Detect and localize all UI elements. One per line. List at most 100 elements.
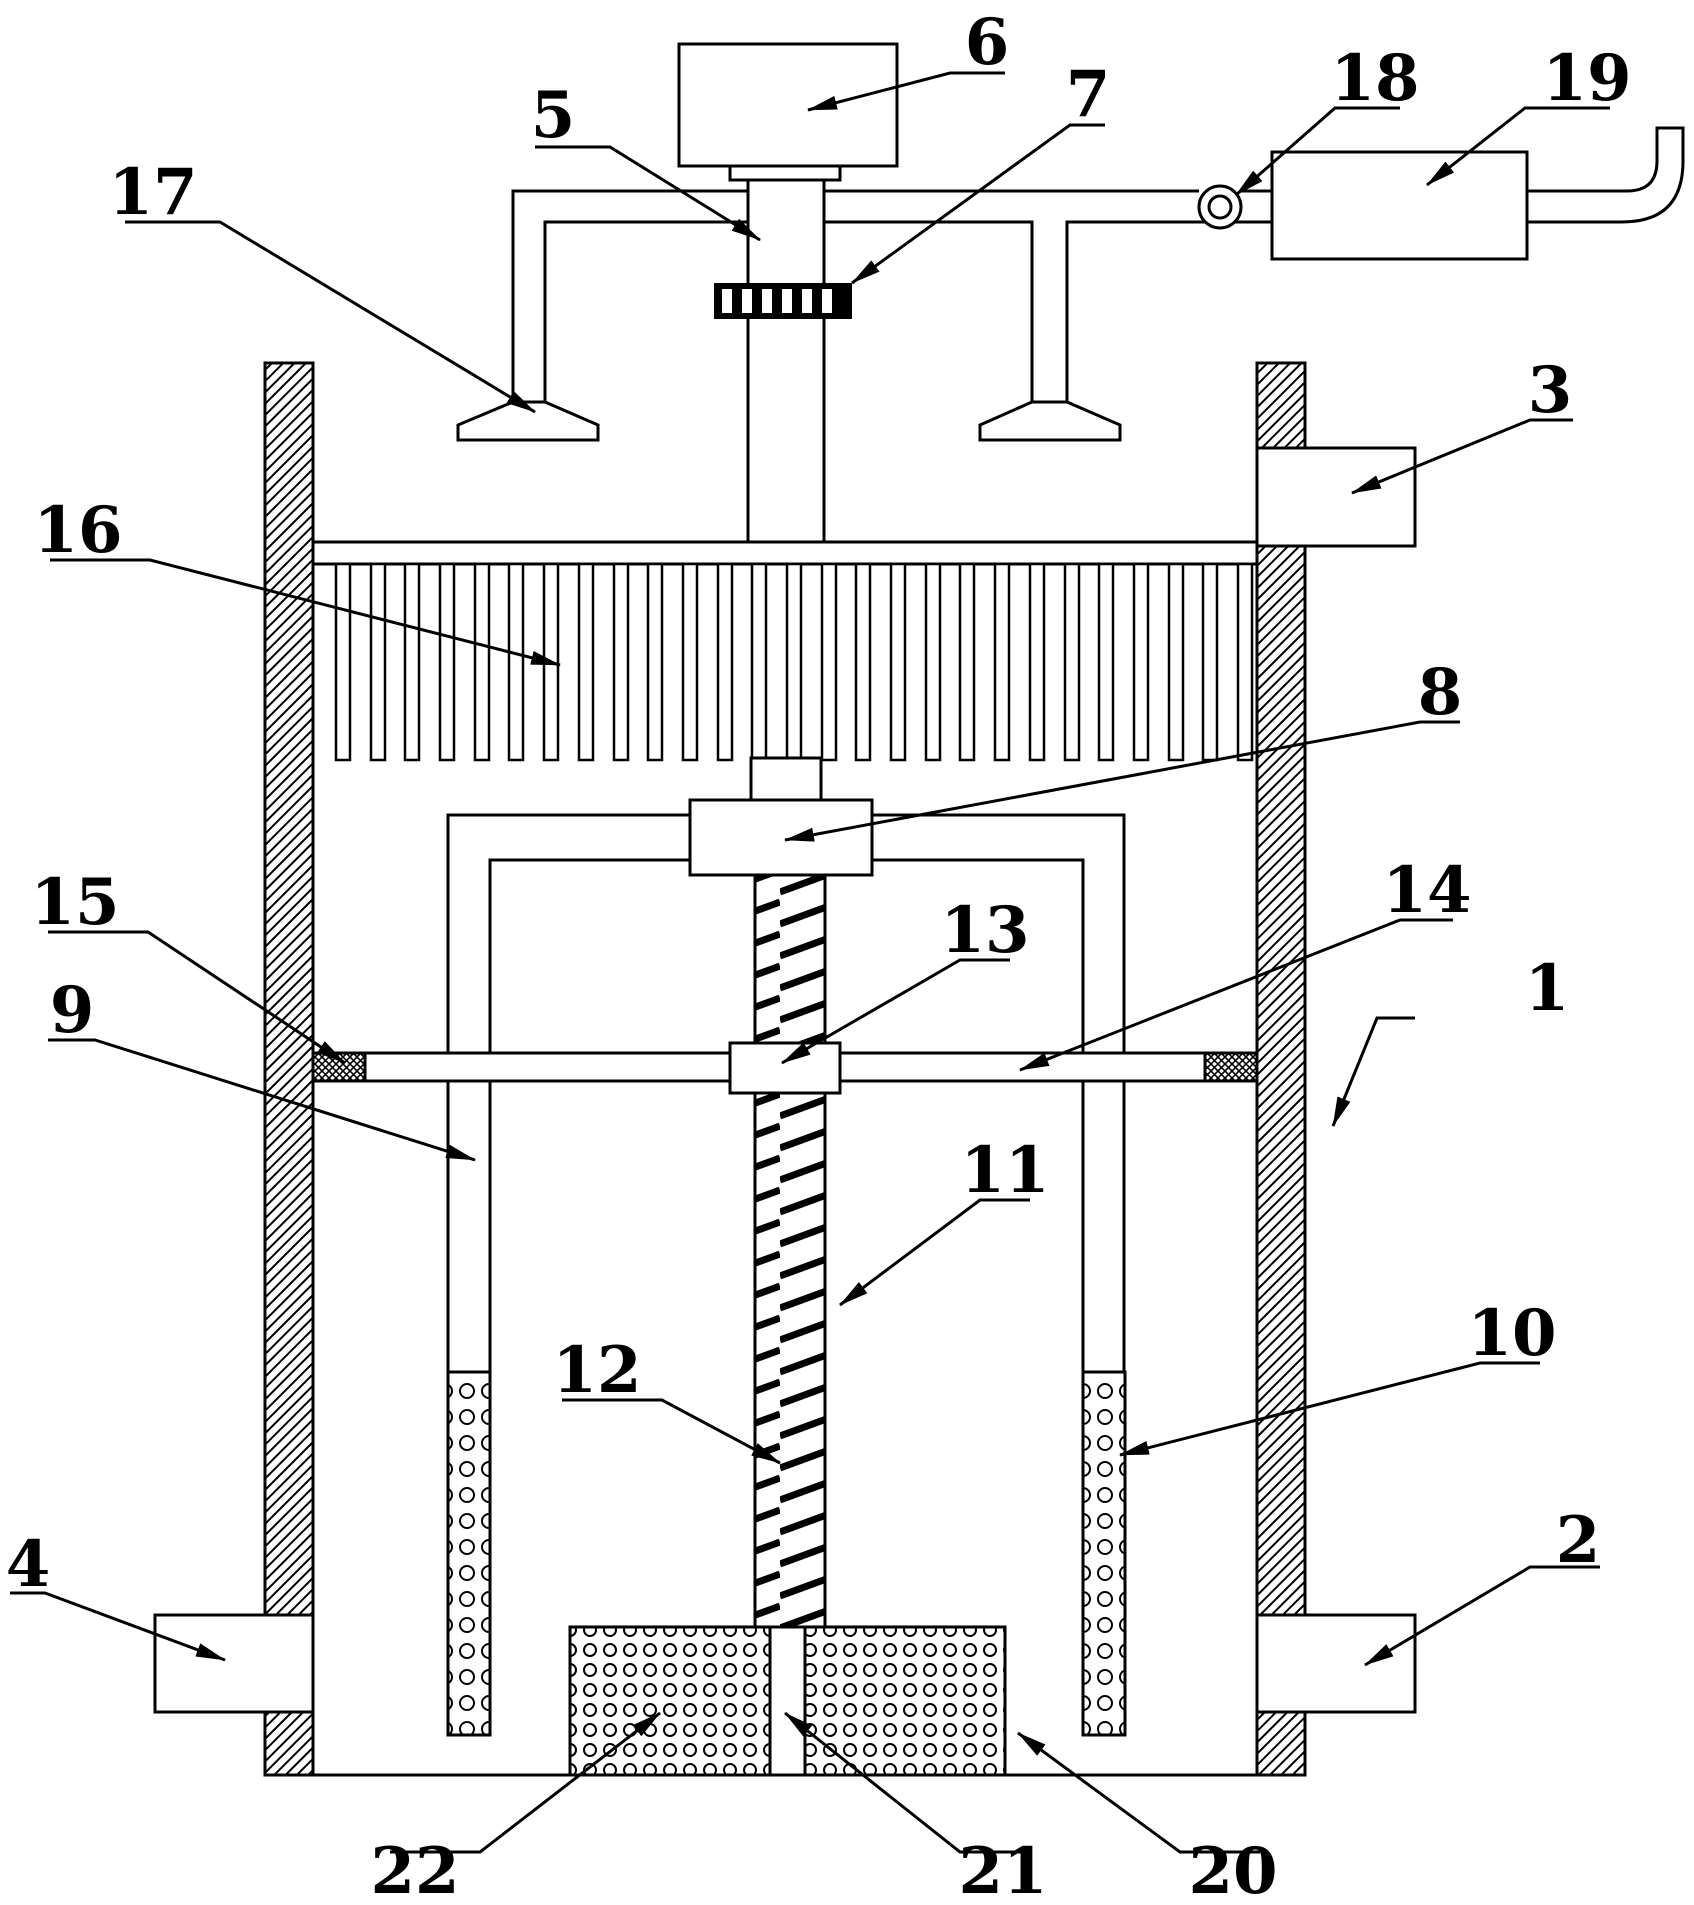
comb-tooth <box>369 562 387 762</box>
filter-tube-right <box>1081 1370 1127 1737</box>
comb-tooth <box>750 562 768 762</box>
callout-13: 13 <box>940 893 1029 968</box>
leader-2 <box>1364 1565 1600 1667</box>
spray-nozzle-left <box>456 400 600 442</box>
slider-block <box>688 798 874 877</box>
callout-19: 19 <box>1542 41 1631 116</box>
comb-tooth <box>334 562 352 762</box>
leader-12 <box>562 1398 781 1465</box>
comb-tooth <box>993 562 1011 762</box>
leader-11 <box>839 1198 1030 1307</box>
callout-15: 15 <box>30 865 119 940</box>
callout-21: 21 <box>958 1834 1047 1900</box>
callout-6: 6 <box>965 5 1010 80</box>
seal-left <box>311 1051 367 1083</box>
seal-right <box>1203 1051 1259 1083</box>
callout-16: 16 <box>33 493 122 568</box>
bottom-filter-left <box>568 1625 772 1777</box>
callout-18: 18 <box>1330 41 1419 116</box>
leader-14 <box>1019 918 1453 1072</box>
callout-7: 7 <box>1066 57 1111 132</box>
comb-tooth <box>646 562 664 762</box>
comb-tooth <box>854 562 872 762</box>
callout-9: 9 <box>50 973 95 1048</box>
valve-inner <box>1207 194 1233 220</box>
callout-3: 3 <box>1528 353 1573 428</box>
callout-20: 20 <box>1188 1834 1277 1900</box>
leader-20 <box>1017 1731 1260 1854</box>
drive-shaft <box>746 178 826 544</box>
leader-17 <box>125 220 536 414</box>
gear <box>714 283 852 319</box>
callout-labels: 1 2 3 4 5 6 7 8 9 10 11 12 13 14 15 16 1… <box>6 5 1632 1905</box>
comb-tooth <box>889 562 907 762</box>
comb-tooth <box>958 562 976 762</box>
callout-11: 11 <box>960 1133 1049 1208</box>
leader-13 <box>781 958 1010 1065</box>
comb-tooth <box>403 562 421 762</box>
comb-teeth <box>334 562 1254 762</box>
nut-block <box>728 1041 842 1095</box>
comb-tooth <box>716 562 734 762</box>
callout-4: 4 <box>6 1527 51 1602</box>
callout-22: 22 <box>370 1834 459 1900</box>
leader-8 <box>784 720 1460 842</box>
spray-nozzle-right <box>978 400 1122 442</box>
comb-tooth <box>507 562 525 762</box>
leader-19 <box>1426 106 1610 187</box>
callout-10: 10 <box>1467 1296 1556 1371</box>
comb-plate <box>311 540 1259 566</box>
callout-8: 8 <box>1418 655 1463 730</box>
leader-6 <box>807 71 1005 112</box>
comb-tooth <box>1167 562 1185 762</box>
leader-1 <box>1331 1016 1415 1127</box>
comb-tooth <box>1097 562 1115 762</box>
motor-coupling <box>728 164 842 182</box>
callout-5: 5 <box>531 78 576 153</box>
left-wall <box>263 361 315 1777</box>
upper-right-port <box>1255 446 1417 548</box>
comb-tooth <box>612 562 630 762</box>
callout-17: 17 <box>108 155 197 230</box>
comb-tooth <box>820 562 838 762</box>
callout-1: 1 <box>1525 951 1570 1026</box>
leader-4 <box>10 1591 226 1662</box>
leader-10 <box>1119 1361 1540 1457</box>
leader-16 <box>50 558 561 667</box>
callout-14: 14 <box>1382 853 1471 928</box>
comb-tooth <box>438 562 456 762</box>
leader-9 <box>48 1038 476 1162</box>
comb-tooth <box>473 562 491 762</box>
comb-tooth <box>924 562 942 762</box>
leader-5 <box>535 145 761 242</box>
comb-tooth <box>1236 562 1254 762</box>
screw-top-cap <box>749 756 823 802</box>
pump-box <box>1270 150 1529 261</box>
right-wall <box>1255 361 1307 1777</box>
lower-right-port <box>1255 1613 1417 1714</box>
comb-tooth <box>1028 562 1046 762</box>
comb-tooth <box>785 562 803 762</box>
spray-pipe <box>511 126 1685 402</box>
comb-tooth <box>577 562 595 762</box>
filter-tube-left <box>446 1370 492 1737</box>
callout-12: 12 <box>552 1333 641 1408</box>
motor-box <box>677 42 899 168</box>
leader-15 <box>48 930 346 1065</box>
leader-3 <box>1351 418 1573 495</box>
leader-21 <box>784 1711 1030 1854</box>
comb-tooth <box>1132 562 1150 762</box>
bottom-center-block <box>768 1625 807 1777</box>
leader-22 <box>390 1711 661 1854</box>
comb-tooth <box>1063 562 1081 762</box>
leader-lines <box>10 71 1610 1854</box>
comb-tooth <box>1201 562 1219 762</box>
leader-18 <box>1235 106 1400 197</box>
leader-7 <box>851 123 1105 285</box>
lower-left-port <box>153 1613 315 1714</box>
screw-rod <box>753 873 827 1629</box>
callout-2: 2 <box>1556 1503 1601 1578</box>
comb-tooth <box>681 562 699 762</box>
